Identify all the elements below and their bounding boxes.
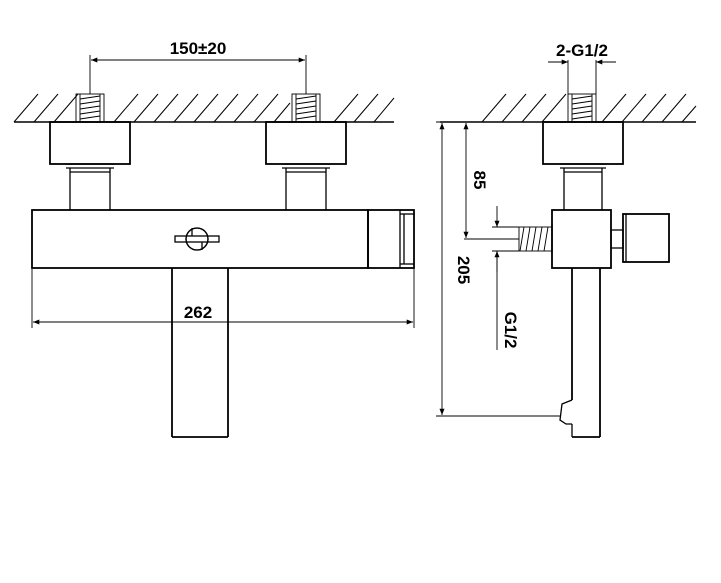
left-inlet-thread (75, 93, 105, 123)
thermostatic-handle (367, 209, 415, 269)
dimension-262-label: 262 (184, 303, 212, 322)
dimension-85: 85 (463, 122, 519, 240)
mixer-body (31, 209, 369, 269)
side-inlet-thread (567, 93, 597, 123)
dimension-85-label: 85 (470, 171, 489, 190)
dimension-150-label: 150±20 (170, 39, 227, 58)
dimension-262: 262 (31, 268, 415, 328)
dimension-g12: G1/2 (492, 206, 520, 350)
spout (171, 268, 229, 438)
front-wall-hatch (13, 93, 395, 123)
side-spout (559, 268, 601, 438)
dimension-2-g12-label: 2-G1/2 (556, 41, 608, 60)
right-connector (282, 163, 330, 210)
side-connector (560, 163, 606, 210)
right-escutcheon (265, 121, 347, 165)
dimension-g12-label: G1/2 (501, 312, 520, 349)
side-escutcheon (542, 121, 624, 165)
right-inlet-thread (291, 93, 321, 123)
dimension-205-label: 205 (454, 256, 473, 284)
left-connector (66, 163, 114, 210)
left-escutcheon (49, 121, 131, 165)
front-view: 150±20 262 (13, 39, 415, 438)
side-body (551, 209, 612, 269)
diverter-knob (174, 227, 220, 251)
dimension-150: 150±20 (89, 39, 307, 94)
dimension-2-g12: 2-G1/2 (548, 41, 616, 94)
shower-outlet-thread (518, 225, 553, 253)
side-handle (610, 213, 670, 263)
side-view: 2-G1/2 205 85 G1/2 (436, 41, 697, 438)
dimension-205: 205 (436, 121, 560, 417)
